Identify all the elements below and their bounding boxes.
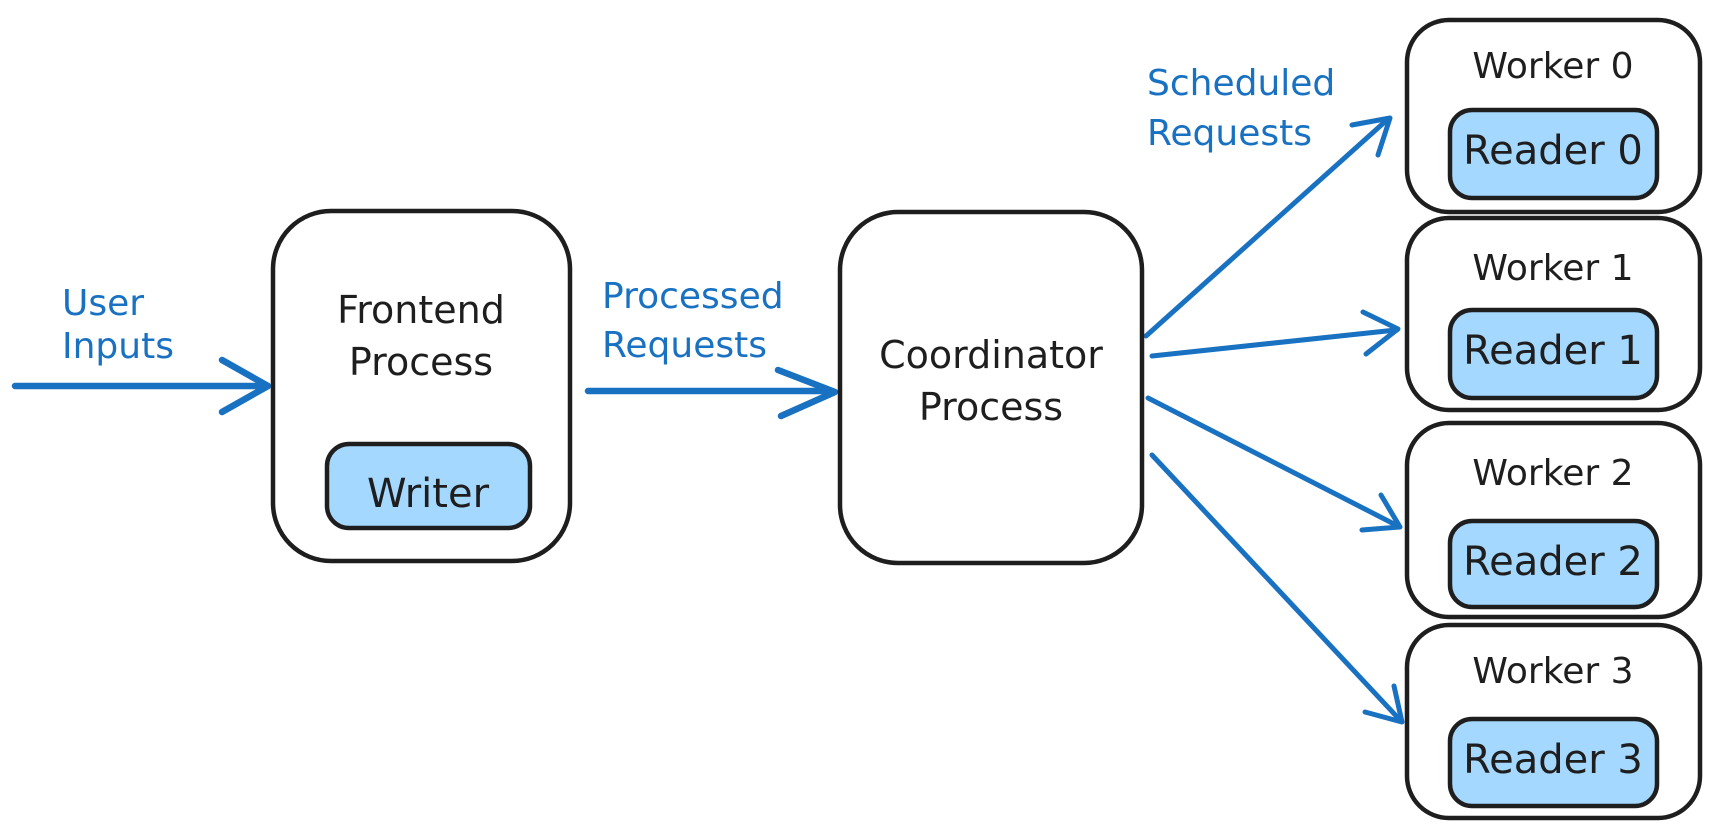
user-inputs-label-line2: Inputs xyxy=(62,326,174,367)
coordinator-process-title-line2: Process xyxy=(919,385,1063,429)
arrow-to-worker-0-head xyxy=(1349,115,1393,158)
user-inputs-arrow xyxy=(11,356,272,416)
worker-2-title: Worker 2 xyxy=(1472,453,1633,494)
writer-label: Writer xyxy=(367,471,490,517)
worker-3-title: Worker 3 xyxy=(1472,651,1633,692)
frontend-process-title-line2: Process xyxy=(349,340,493,384)
reader-3-box xyxy=(1447,716,1660,809)
coordinator-process-box xyxy=(837,209,1145,566)
worker-2-node: Worker 2 Reader 2 xyxy=(1404,420,1703,620)
writer-box xyxy=(324,441,533,531)
frontend-process-title-line1: Frontend xyxy=(337,288,505,332)
arrow-to-worker-1-shaft xyxy=(1149,327,1399,359)
reader-2-label: Reader 2 xyxy=(1463,539,1643,585)
user-inputs-label: User Inputs xyxy=(62,283,174,367)
reader-3-label: Reader 3 xyxy=(1463,737,1643,783)
arrow-to-worker-0-shaft xyxy=(1143,116,1391,339)
scheduled-requests-label: Scheduled Requests xyxy=(1147,63,1335,154)
user-inputs-label-line1: User xyxy=(62,283,144,324)
scheduled-requests-label-line2: Requests xyxy=(1147,113,1312,154)
reader-0-label: Reader 0 xyxy=(1463,128,1643,174)
arrow-to-worker-2-shaft xyxy=(1145,395,1401,529)
frontend-process-node: Frontend Process Writer xyxy=(270,208,573,564)
reader-2-box xyxy=(1447,518,1660,610)
reader-1-label: Reader 1 xyxy=(1463,328,1643,374)
reader-0-box xyxy=(1447,107,1660,201)
processed-requests-label: Processed Requests xyxy=(602,276,784,366)
arrow-to-worker-1-head xyxy=(1360,309,1401,357)
worker-0-node: Worker 0 Reader 0 xyxy=(1404,17,1703,215)
arrow-to-worker-2-head xyxy=(1359,492,1403,533)
processed-requests-arrow xyxy=(584,366,839,420)
worker-1-title: Worker 1 xyxy=(1472,248,1633,289)
worker-0-title: Worker 0 xyxy=(1472,46,1633,87)
scheduled-requests-arrows xyxy=(1143,115,1405,725)
worker-1-node: Worker 1 Reader 1 xyxy=(1404,215,1703,413)
processed-requests-label-line1: Processed xyxy=(602,276,784,317)
processed-requests-arrow-head xyxy=(774,366,839,420)
reader-1-box xyxy=(1447,307,1660,401)
worker-3-node: Worker 3 Reader 3 xyxy=(1404,622,1703,821)
arrow-to-worker-3-shaft xyxy=(1149,452,1403,723)
processed-requests-label-line2: Requests xyxy=(602,325,767,366)
coordinator-process-node: Coordinator Process xyxy=(837,209,1145,566)
user-inputs-arrow-head xyxy=(218,356,272,416)
scheduled-requests-label-line1: Scheduled xyxy=(1147,63,1335,104)
arrow-to-worker-3-head xyxy=(1362,683,1405,725)
coordinator-process-title-line1: Coordinator xyxy=(879,333,1103,377)
